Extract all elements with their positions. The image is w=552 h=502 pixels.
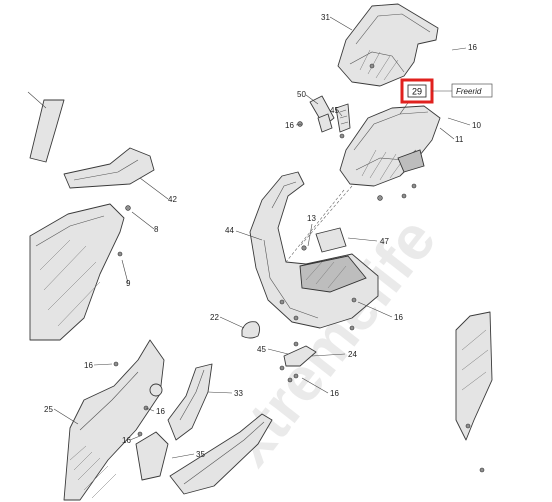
part-42-duct xyxy=(63,147,155,189)
part-29-panel xyxy=(339,105,441,201)
part-31-panel xyxy=(337,3,439,87)
model-tag: Freerid xyxy=(451,83,493,98)
callout-16: 16 xyxy=(156,407,165,416)
part-50-bracket xyxy=(297,95,335,133)
part-25-front-fascia xyxy=(63,339,165,501)
highlight-callout-29[interactable]: 29 xyxy=(400,78,434,104)
callout-8: 8 xyxy=(154,225,159,234)
callout-16: 16 xyxy=(394,313,403,322)
callout-25: 25 xyxy=(44,405,53,414)
callout-10: 10 xyxy=(472,121,481,130)
callout-33: 33 xyxy=(234,389,243,398)
part-35-panel xyxy=(135,413,273,495)
callout-45: 45 xyxy=(330,106,339,115)
part-left-frame xyxy=(29,203,131,341)
callout-16: 16 xyxy=(285,121,294,130)
part-left-upper xyxy=(27,91,65,163)
callout-31: 31 xyxy=(321,13,330,22)
callout-24: 24 xyxy=(348,350,357,359)
leader-lines xyxy=(53,16,471,459)
callout-16: 16 xyxy=(330,389,339,398)
callout-11: 11 xyxy=(455,135,464,144)
callout-47: 47 xyxy=(380,237,389,246)
callout-22: 22 xyxy=(210,313,219,322)
part-22-knob xyxy=(241,321,261,339)
callout-44: 44 xyxy=(225,226,234,235)
part-44-belly-pan xyxy=(249,171,379,331)
highlight-number: 29 xyxy=(412,87,422,97)
callout-50: 50 xyxy=(297,90,306,99)
part-45-clip xyxy=(335,103,351,139)
callout-16: 16 xyxy=(84,361,93,370)
callout-42: 42 xyxy=(168,195,177,204)
callout-16: 16 xyxy=(468,43,477,52)
model-tag-text: Freerid xyxy=(456,87,482,96)
callout-13: 13 xyxy=(307,214,316,223)
callout-45: 45 xyxy=(257,345,266,354)
part-33-duct xyxy=(167,363,213,441)
callout-35: 35 xyxy=(196,450,205,459)
part-right-edge xyxy=(455,311,493,473)
callout-16: 16 xyxy=(122,436,131,445)
callout-9: 9 xyxy=(126,279,131,288)
part-24-bracket xyxy=(279,341,317,383)
